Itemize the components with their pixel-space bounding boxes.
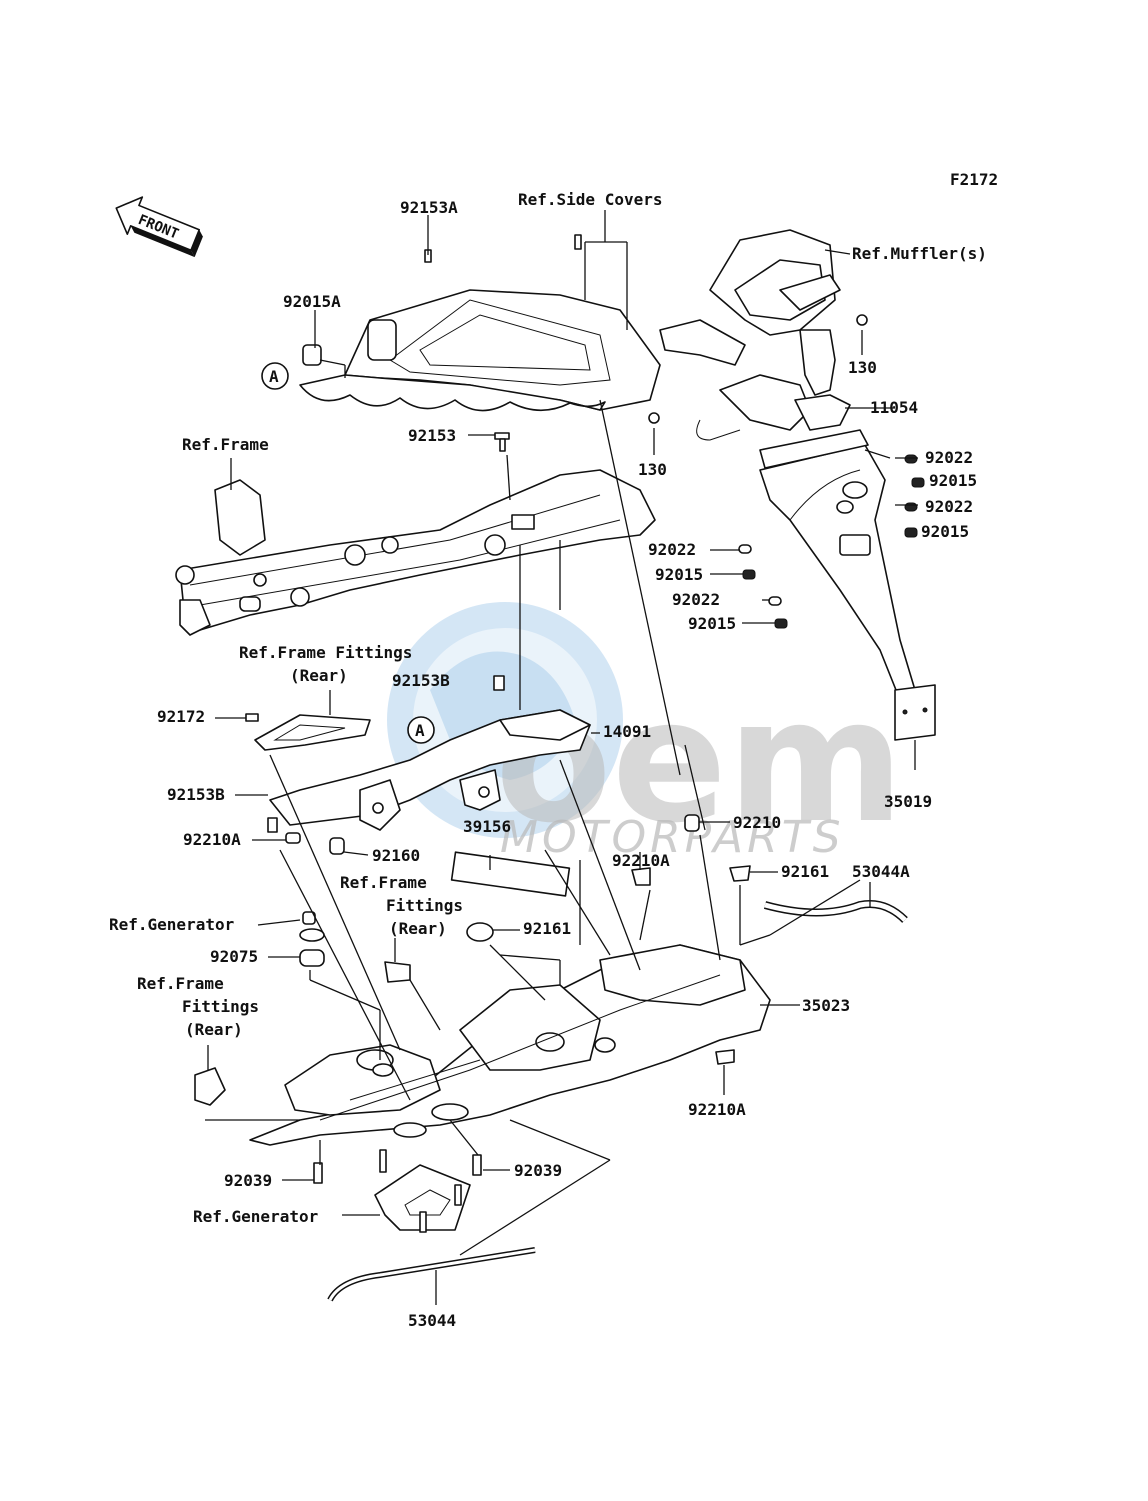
label-ref-generator-2: Ref.Generator xyxy=(193,1207,318,1226)
label-130-left: 130 xyxy=(638,460,667,479)
figure-code: F2172 xyxy=(950,170,998,189)
label-92015-b: 92015 xyxy=(921,522,969,541)
callout-a-top: A xyxy=(269,367,279,386)
hose-53044 xyxy=(327,1247,536,1302)
muffler-bracket xyxy=(648,229,868,441)
label-ref-generator-1: Ref.Generator xyxy=(109,915,234,934)
label-ref-side-covers: Ref.Side Covers xyxy=(518,190,663,209)
part-labels: Ref.Side Covers Ref.Muffler(s) 92153A 92… xyxy=(109,190,987,1330)
label-39156 xyxy=(450,851,571,897)
label-ref-frame: Ref.Frame xyxy=(182,435,269,454)
label-92210A-left: 92210A xyxy=(183,830,241,849)
hardware xyxy=(194,432,925,1184)
label-53044A: 53044A xyxy=(852,862,910,881)
label-ref-frame-fittings-3b: Fittings xyxy=(182,997,259,1016)
callout-a-bottom: A xyxy=(415,721,425,740)
label-92015-d: 92015 xyxy=(688,614,736,633)
label-92161-right: 92161 xyxy=(781,862,829,881)
label-92153B-left: 92153B xyxy=(167,785,225,804)
callout-a-circle-top xyxy=(261,362,289,390)
label-92153B-top: 92153B xyxy=(392,671,450,690)
generator-cover-plate xyxy=(374,1149,471,1233)
label-92075: 92075 xyxy=(210,947,258,966)
frame-fitting-plate xyxy=(254,714,371,751)
label-92153: 92153 xyxy=(408,426,456,445)
label-92015-c: 92015 xyxy=(655,565,703,584)
label-ref-mufflers: Ref.Muffler(s) xyxy=(852,244,987,263)
label-ref-frame-fittings-2c: (Rear) xyxy=(389,919,447,938)
watermark-sub: MOTORPARTS xyxy=(500,812,845,863)
label-92015A: 92015A xyxy=(283,292,341,311)
label-130-top: 130 xyxy=(848,358,877,377)
label-92022-d: 92022 xyxy=(672,590,720,609)
label-92039-left: 92039 xyxy=(224,1171,272,1190)
label-92015-a: 92015 xyxy=(929,471,977,490)
rear-fender-35023 xyxy=(249,944,771,1146)
label-ref-frame-fittings-3a: Ref.Frame xyxy=(137,974,224,993)
label-35019: 35019 xyxy=(884,792,932,811)
label-92210A-mid: 92210A xyxy=(612,851,670,870)
label-35023: 35023 xyxy=(802,996,850,1015)
label-ref-frame-fittings-3c: (Rear) xyxy=(185,1020,243,1039)
callout-a-circle-bottom xyxy=(407,716,435,744)
label-92210A-bottom: 92210A xyxy=(688,1100,746,1119)
license-plate-bracket xyxy=(759,429,936,741)
label-39156: 39156 xyxy=(463,817,511,836)
label-92022-c: 92022 xyxy=(648,540,696,559)
seat-cowl xyxy=(299,234,661,412)
label-ref-frame-fittings-2a: Ref.Frame xyxy=(340,873,427,892)
label-92161-mid: 92161 xyxy=(523,919,571,938)
label-92039-mid: 92039 xyxy=(514,1161,562,1180)
label-14091: 14091 xyxy=(603,722,651,741)
label-ref-frame-fittings-1a: Ref.Frame Fittings xyxy=(239,643,412,662)
label-92210: 92210 xyxy=(733,813,781,832)
inner-fender-14091 xyxy=(269,709,591,831)
front-arrow-icon: FRONT xyxy=(115,196,203,258)
label-92022-b: 92022 xyxy=(925,497,973,516)
label-53044: 53044 xyxy=(408,1311,456,1330)
rear-frame xyxy=(175,469,656,636)
label-92172: 92172 xyxy=(157,707,205,726)
label-92160: 92160 xyxy=(372,846,420,865)
label-ref-frame-fittings-1b: (Rear) xyxy=(290,666,348,685)
label-11054: 11054 xyxy=(870,398,918,417)
label-92153A: 92153A xyxy=(400,198,458,217)
collar-92015A xyxy=(302,344,322,366)
label-92022-a: 92022 xyxy=(925,448,973,467)
label-ref-frame-fittings-2b: Fittings xyxy=(386,896,463,915)
leader-lines xyxy=(205,210,918,1305)
